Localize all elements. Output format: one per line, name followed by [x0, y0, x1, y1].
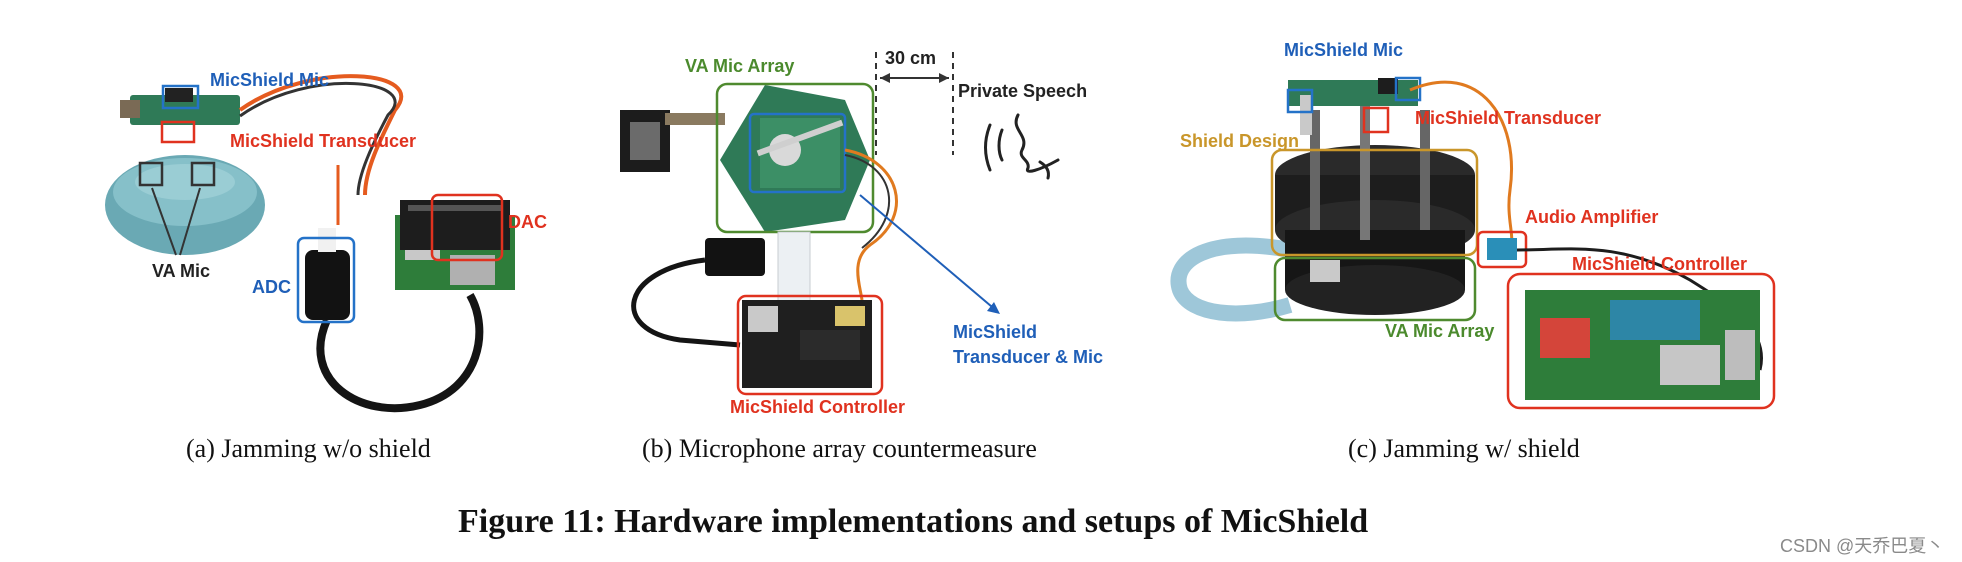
micshield-transducer-box [160, 120, 196, 144]
label-audio-amplifier: Audio Amplifier [1525, 207, 1658, 227]
shield-design-box [1270, 148, 1479, 257]
label-va-mic: VA Mic [152, 261, 210, 281]
label-shield-design: Shield Design [1180, 131, 1299, 151]
micshield-mic-board [120, 88, 240, 125]
subfigure-caption-c: (c) Jamming w/ shield [1348, 434, 1580, 463]
watermark: CSDN @天乔巴夏丶 [1780, 536, 1945, 556]
dac-box [430, 193, 504, 262]
controller-pi-board [1525, 290, 1760, 400]
label-transducer-mic-line2: Transducer & Mic [953, 347, 1103, 367]
micshield-transducer-box-c [1362, 106, 1390, 134]
label-distance: 30 cm [885, 48, 936, 68]
label-micshield-mic-c: MicShield Mic [1284, 40, 1403, 60]
label-micshield-mic: MicShield Mic [210, 70, 329, 90]
ribbon-cable [1170, 237, 1293, 322]
label-private-speech: Private Speech [958, 81, 1087, 101]
mount-clamp [620, 110, 725, 172]
subfigure-caption-b: (b) Microphone array countermeasure [642, 434, 1037, 463]
top-mic-board [1288, 78, 1418, 135]
label-va-mic-array: VA Mic Array [685, 56, 794, 76]
micshield-controller-box-c [1506, 272, 1776, 410]
speech-profile-icon [984, 113, 1060, 180]
panel-b: VA Mic Array 30 cm Private Speech MicShi… [620, 48, 1103, 417]
label-micshield-controller: MicShield Controller [730, 397, 905, 417]
audio-amplifier [1487, 238, 1517, 260]
micshield-transducer-mic-box [748, 112, 847, 194]
va-mic-box-left [138, 161, 164, 187]
shield-structure [1275, 100, 1475, 315]
adc-box [296, 236, 356, 324]
panel-c: MicShield Mic MicShield Transducer Shiel… [1170, 40, 1776, 410]
label-micshield-controller-c: MicShield Controller [1572, 254, 1747, 274]
usb-adapter [705, 238, 765, 276]
figure-illustration: MicShield Mic MicShield Transducer DAC A… [105, 40, 1776, 417]
smart-speaker [105, 155, 265, 255]
label-micshield-transducer: MicShield Transducer [230, 131, 416, 151]
micshield-mic-box-left [1286, 88, 1314, 114]
pointer-line [859, 194, 999, 313]
va-mic-array-box-c [1273, 256, 1477, 322]
label-transducer-mic-line1: MicShield [953, 322, 1037, 342]
label-adc: ADC [252, 277, 291, 297]
micshield-controller-box [736, 294, 884, 396]
micshield-mic-box [161, 84, 200, 110]
figure-caption: Figure 11: Hardware implementations and … [458, 503, 1369, 540]
raspberry-pi-board [395, 200, 515, 290]
label-dac: DAC [508, 212, 547, 232]
va-mic-box-right [190, 161, 216, 187]
panel-a: MicShield Mic MicShield Transducer DAC A… [105, 70, 547, 413]
label-va-mic-array-c: VA Mic Array [1385, 321, 1494, 341]
micshield-mic-box-right [1394, 76, 1422, 102]
controller-board [742, 300, 872, 388]
label-micshield-transducer-c: MicShield Transducer [1415, 108, 1601, 128]
adc-dongle [305, 228, 484, 413]
subfigure-caption-a: (a) Jamming w/o shield [186, 434, 431, 463]
